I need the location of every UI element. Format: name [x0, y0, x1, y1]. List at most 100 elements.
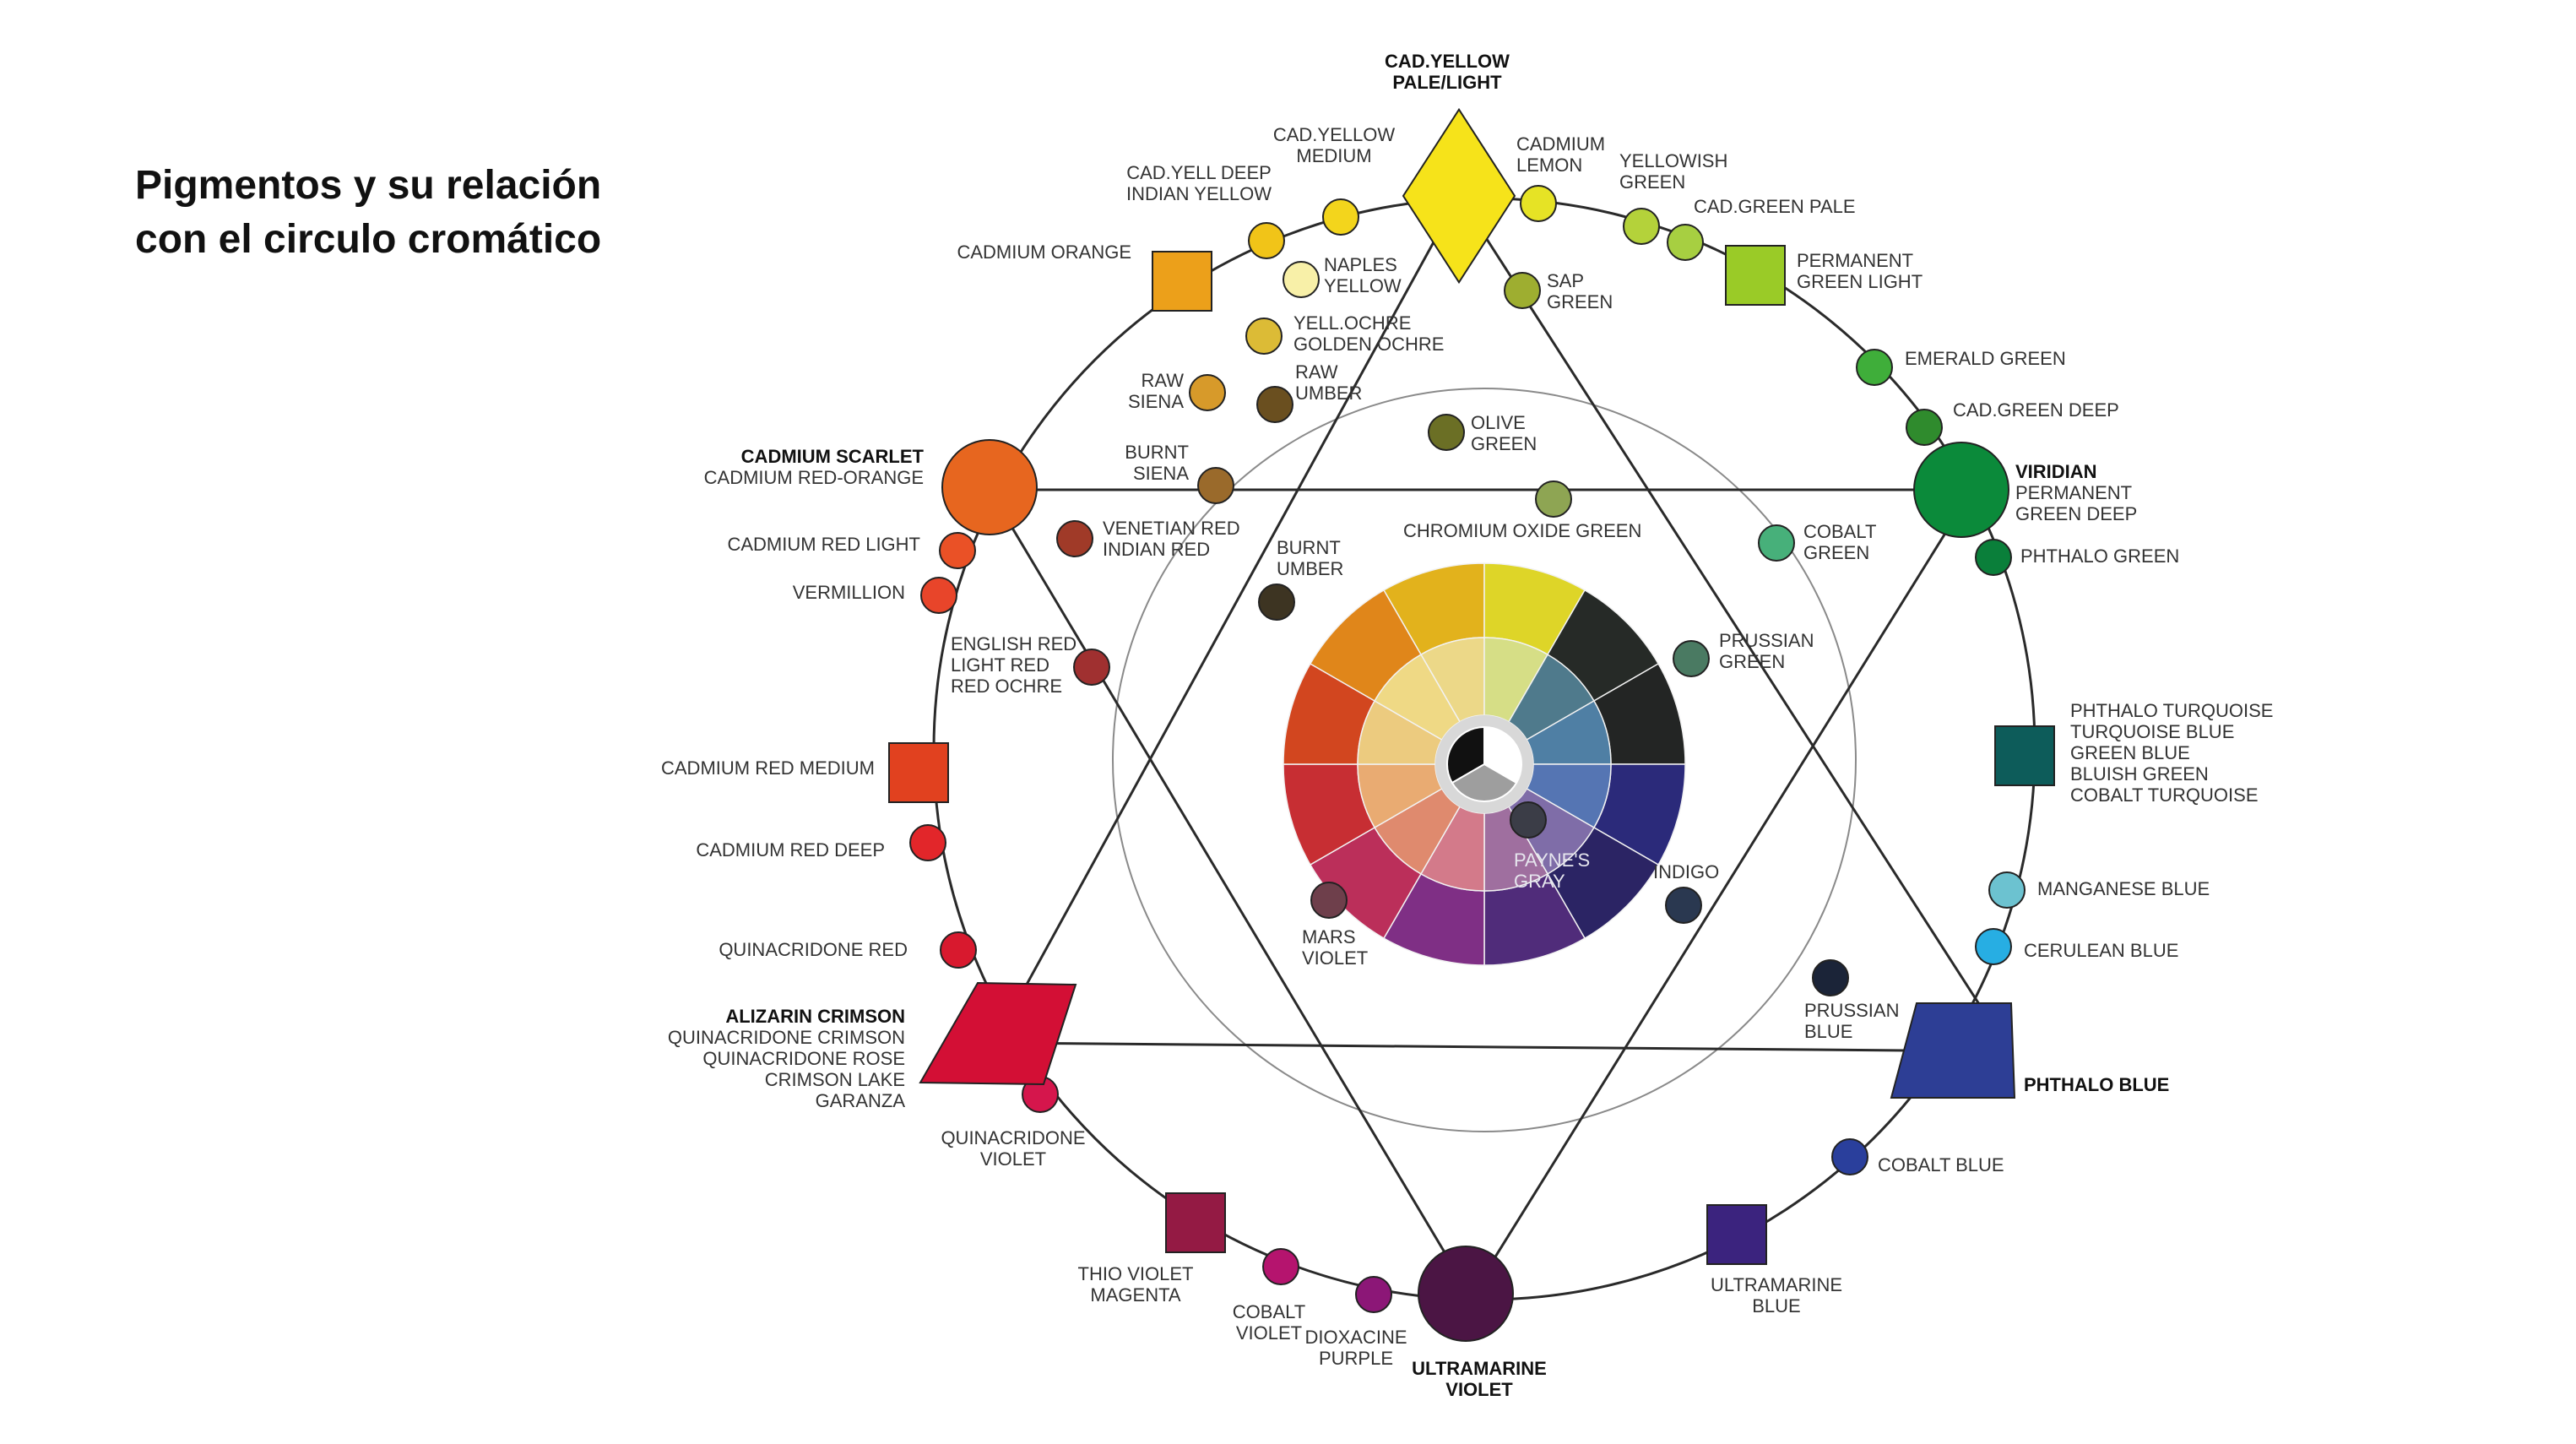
emerald-green-swatch	[1856, 349, 1893, 386]
prussian-blue-label: BLUE	[1804, 1021, 1852, 1042]
prussian-green-swatch	[1673, 640, 1710, 677]
phthalo-turquoise-label: TURQUOISE BLUE	[2070, 721, 2234, 742]
burnt-siena-label: SIENA	[1133, 463, 1189, 484]
cobalt-green-label: COBALT	[1803, 521, 1876, 542]
ultramarine-violet-swatch	[1418, 1246, 1514, 1342]
cadmium-red-medium-swatch	[888, 742, 949, 803]
title-line-1: Pigmentos y su relación	[135, 163, 602, 208]
prussian-blue-swatch	[1812, 959, 1849, 996]
olive-green-label: GREEN	[1471, 433, 1537, 454]
ultramarine-violet-label: VIOLET	[1445, 1379, 1513, 1400]
cadmium-red-light-swatch	[939, 532, 976, 569]
venetian-red-swatch	[1056, 520, 1093, 557]
quinacridone-red-label: QUINACRIDONE RED	[719, 939, 908, 960]
yell-ochre-label: YELL.OCHRE	[1293, 312, 1411, 334]
manganese-blue-label: MANGANESE BLUE	[2037, 878, 2210, 899]
phthalo-green-label: PHTHALO GREEN	[2020, 546, 2179, 567]
cad-green-pale-swatch	[1667, 224, 1704, 261]
yellowish-green-label: YELLOWISH	[1619, 150, 1727, 171]
chromium-oxide-green-label: CHROMIUM OXIDE GREEN	[1403, 520, 1641, 541]
thio-violet-swatch	[1165, 1192, 1226, 1253]
permanent-green-light-label: PERMANENT	[1797, 250, 1913, 271]
cad-yellow-label: PALE/LIGHT	[1392, 72, 1502, 93]
yell-ochre-label: GOLDEN OCHRE	[1293, 334, 1444, 355]
cobalt-violet-label: COBALT	[1233, 1301, 1305, 1322]
sap-green-label: SAP	[1547, 270, 1584, 291]
phthalo-blue-swatch	[1890, 1002, 2016, 1099]
alizarin-crimson-sublabel: QUINACRIDONE CRIMSON	[668, 1027, 905, 1048]
cad-yell-deep-label: INDIAN YELLOW	[1126, 183, 1272, 204]
phthalo-turquoise-label: PHTHALO TURQUOISE	[2070, 700, 2273, 721]
cadmium-lemon-label: LEMON	[1516, 155, 1582, 176]
cad-yellow-label: CAD.YELLOW	[1385, 51, 1510, 72]
cad-yellow-medium-swatch	[1322, 198, 1359, 236]
cad-green-pale-label: CAD.GREEN PALE	[1694, 196, 1856, 217]
cobalt-green-label: GREEN	[1803, 542, 1869, 563]
venetian-red-label: INDIAN RED	[1103, 539, 1210, 560]
raw-umber-swatch	[1256, 386, 1293, 423]
cerulean-blue-label: CERULEAN BLUE	[2024, 940, 2178, 961]
phthalo-blue-label: PHTHALO BLUE	[2024, 1074, 2169, 1095]
paynes-gray-label: PAYNE'S	[1514, 850, 1590, 871]
wheel-core-sector	[1451, 763, 1518, 802]
burnt-umber-label: BURNT	[1277, 537, 1341, 558]
viridian-sublabel: PERMANENT	[2015, 482, 2132, 503]
thio-violet-label: THIO VIOLET	[1078, 1263, 1194, 1284]
ultramarine-blue-label: BLUE	[1752, 1295, 1800, 1316]
burnt-siena-label: BURNT	[1125, 442, 1189, 463]
vermillion-label: VERMILLION	[793, 582, 905, 603]
painted-color-wheel	[1283, 562, 1686, 966]
sap-green-label: GREEN	[1547, 291, 1613, 312]
phthalo-turquoise-label: COBALT TURQUOISE	[2070, 784, 2259, 806]
cobalt-blue-label: COBALT BLUE	[1878, 1154, 2004, 1175]
prussian-green-label: PRUSSIAN	[1719, 630, 1814, 651]
cerulean-blue-swatch	[1975, 928, 2012, 965]
cadmium-orange-label: CADMIUM ORANGE	[957, 242, 1131, 263]
permanent-green-light-label: GREEN LIGHT	[1797, 271, 1923, 292]
raw-siena-label: SIENA	[1128, 391, 1184, 412]
viridian-label: VIRIDIAN	[2015, 461, 2097, 482]
cad-yellow-swatch	[1402, 107, 1516, 285]
alizarin-crimson-label: ALIZARIN CRIMSON	[725, 1006, 905, 1027]
ultramarine-blue-label: ULTRAMARINE	[1711, 1274, 1842, 1295]
cadmium-red-light-label: CADMIUM RED LIGHT	[727, 534, 920, 555]
phthalo-green-swatch	[1975, 539, 2012, 576]
paynes-gray-swatch	[1510, 801, 1547, 839]
english-red-label: LIGHT RED	[951, 654, 1049, 676]
burnt-umber-label: UMBER	[1277, 558, 1343, 579]
chromium-oxide-green-swatch	[1535, 480, 1572, 518]
olive-green-swatch	[1428, 414, 1465, 451]
olive-green-label: OLIVE	[1471, 412, 1526, 433]
pigment-labels: CAD.YELLOWPALE/LIGHTCAD.YELLOWMEDIUMCAD.…	[661, 51, 2273, 1400]
cad-yellow-medium-label: MEDIUM	[1296, 145, 1371, 166]
quinacridone-violet-label: QUINACRIDONE	[941, 1127, 1085, 1148]
title-line-2: con el circulo cromático	[135, 217, 602, 262]
cadmium-red-deep-label: CADMIUM RED DEEP	[696, 839, 885, 860]
yellowish-green-label: GREEN	[1619, 171, 1685, 193]
cobalt-blue-swatch	[1831, 1138, 1868, 1175]
raw-siena-label: RAW	[1141, 370, 1184, 391]
cadmium-red-deep-swatch	[909, 824, 946, 861]
manganese-blue-swatch	[1988, 871, 2026, 909]
indigo-label: INDIGO	[1653, 861, 1719, 882]
inner-ring	[1112, 388, 1857, 1132]
prussian-green-label: GREEN	[1719, 651, 1785, 672]
prussian-blue-label: PRUSSIAN	[1804, 1000, 1899, 1021]
mars-violet-swatch	[1310, 882, 1348, 919]
cadmium-lemon-swatch	[1520, 185, 1557, 222]
alizarin-crimson-sublabel: GARANZA	[816, 1090, 906, 1111]
raw-umber-label: UMBER	[1295, 383, 1362, 404]
page-title: Pigmentos y su relación con el circulo c…	[135, 159, 601, 267]
yell-ochre-swatch	[1245, 318, 1283, 355]
phthalo-turquoise-label: GREEN BLUE	[2070, 742, 2190, 763]
quinacridone-violet-label: VIOLET	[980, 1148, 1046, 1170]
permanent-green-light-swatch	[1725, 245, 1786, 306]
burnt-umber-swatch	[1258, 584, 1295, 621]
viridian-sublabel: GREEN DEEP	[2015, 503, 2137, 524]
sap-green-swatch	[1504, 272, 1541, 309]
dioxacine-purple-label: DIOXACINE	[1304, 1327, 1407, 1348]
cad-green-deep-label: CAD.GREEN DEEP	[1953, 399, 2119, 421]
english-red-label: RED OCHRE	[951, 676, 1062, 697]
viridian-swatch	[1913, 442, 2009, 538]
pigment-swatches	[888, 107, 2055, 1342]
